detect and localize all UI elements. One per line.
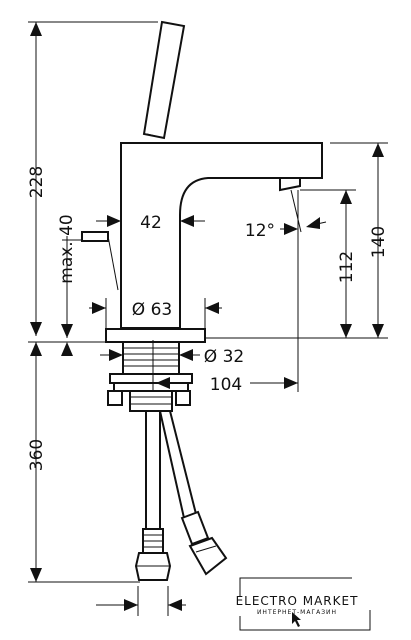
faucet-outline bbox=[81, 20, 323, 581]
dim-outlet-height: 112 bbox=[337, 251, 357, 283]
hose-straight bbox=[134, 410, 172, 581]
dimension-lines bbox=[28, 21, 388, 616]
dim-hose-length: 360 bbox=[27, 439, 47, 471]
dim-thread-diameter: Ø 32 bbox=[204, 347, 244, 367]
lever-handle bbox=[142, 20, 186, 140]
watermark-brand: ELECTRO MARKET bbox=[236, 594, 359, 608]
dim-total-height: 228 bbox=[27, 166, 47, 198]
dim-max-lever: max. 40 bbox=[57, 214, 77, 283]
watermark-badge: ELECTRO MARKET ИНТЕРНЕТ-МАГАЗИН bbox=[236, 577, 371, 631]
cursor-arrow-icon bbox=[292, 612, 301, 627]
dim-spout-angle: 12° bbox=[245, 221, 275, 241]
dimension-labels: 228 max. 40 42 12° 112 140 Ø 63 Ø 32 104… bbox=[27, 166, 389, 471]
dim-base-diameter: Ø 63 bbox=[132, 300, 172, 320]
hose-angled bbox=[158, 410, 228, 576]
mounting-bracket bbox=[107, 373, 193, 412]
aerator bbox=[279, 177, 301, 192]
threaded-shank bbox=[122, 341, 180, 375]
dim-body-width: 42 bbox=[140, 213, 162, 233]
watermark-tagline: ИНТЕРНЕТ-МАГАЗИН bbox=[257, 609, 337, 616]
base-plate bbox=[105, 328, 206, 343]
dim-spout-height: 140 bbox=[369, 226, 389, 258]
dim-projection: 104 bbox=[210, 375, 242, 395]
faucet-body bbox=[120, 142, 323, 329]
